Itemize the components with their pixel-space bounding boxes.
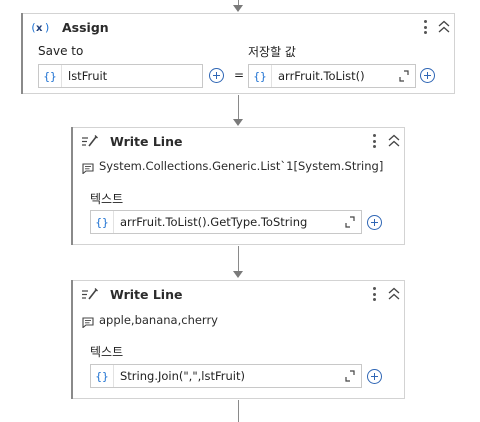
write-line-header[interactable]: Write Line: [72, 281, 404, 307]
output-preview: apple,banana,cherry: [99, 313, 218, 327]
add-icon[interactable]: [367, 369, 382, 384]
add-icon[interactable]: [209, 68, 224, 83]
activity-accent-bar: [71, 127, 73, 245]
expression-icon: {}: [95, 369, 109, 383]
write-line-title: Write Line: [110, 287, 183, 302]
expression-icon: {}: [95, 215, 109, 229]
assign-header[interactable]: ( x ) Assign: [22, 14, 454, 40]
expand-editor-icon[interactable]: [343, 215, 357, 229]
kebab-menu-icon[interactable]: [423, 20, 427, 34]
connector-top: [238, 0, 239, 6]
output-preview: System.Collections.Generic.List`1[System…: [99, 159, 384, 173]
value-label: 저장할 값: [248, 45, 296, 59]
save-to-field[interactable]: {} lstFruit: [38, 64, 203, 88]
activity-accent-bar: [71, 280, 73, 399]
text-expression[interactable]: arrFruit.ToList().GetType.ToString: [120, 215, 308, 229]
assign-title: Assign: [62, 20, 109, 35]
collapse-icon[interactable]: [438, 20, 450, 34]
arrow-top: [233, 5, 243, 12]
svg-text:x: x: [36, 23, 43, 34]
kebab-menu-icon[interactable]: [372, 134, 376, 148]
svg-text:): ): [44, 21, 51, 34]
add-icon[interactable]: [367, 215, 382, 230]
text-field[interactable]: {} arrFruit.ToList().GetType.ToString: [90, 210, 362, 234]
connector-bottom: [238, 400, 239, 422]
collapse-icon[interactable]: [388, 287, 400, 301]
expression-icon: {}: [43, 69, 57, 83]
assign-activity[interactable]: ( x ) Assign Save to 저장할 값 {} lstFruit =…: [21, 13, 455, 94]
equals-sign: =: [234, 68, 245, 82]
value-field[interactable]: {} arrFruit.ToList(): [248, 64, 416, 88]
add-icon[interactable]: [420, 68, 435, 83]
message-icon: [82, 163, 94, 174]
activity-accent-bar: [21, 13, 23, 94]
message-icon: [82, 317, 94, 328]
text-label: 텍스트: [90, 345, 124, 359]
write-line-header[interactable]: Write Line: [72, 128, 404, 154]
text-label: 텍스트: [90, 192, 124, 206]
assign-icon: ( x ): [30, 19, 52, 35]
arrow: [233, 119, 243, 126]
write-line-activity[interactable]: Write Line System.Collections.Generic.Li…: [71, 127, 405, 245]
connector: [238, 95, 239, 120]
kebab-menu-icon[interactable]: [372, 287, 376, 301]
collapse-icon[interactable]: [388, 134, 400, 148]
arrow: [233, 271, 243, 278]
expand-editor-icon[interactable]: [343, 369, 357, 383]
text-field[interactable]: {} String.Join(",",lstFruit): [90, 364, 362, 388]
connector: [238, 246, 239, 272]
value-expression[interactable]: arrFruit.ToList(): [278, 69, 365, 83]
write-line-icon: [81, 134, 99, 148]
save-to-label: Save to: [38, 44, 84, 58]
write-line-activity[interactable]: Write Line apple,banana,cherry 텍스트 {} St…: [71, 280, 405, 399]
expression-icon: {}: [253, 69, 267, 83]
text-expression[interactable]: String.Join(",",lstFruit): [120, 369, 245, 383]
expand-editor-icon[interactable]: [397, 69, 411, 83]
write-line-title: Write Line: [110, 134, 183, 149]
save-to-value[interactable]: lstFruit: [68, 69, 108, 83]
write-line-icon: [81, 287, 99, 301]
svg-text:(: (: [30, 21, 37, 34]
